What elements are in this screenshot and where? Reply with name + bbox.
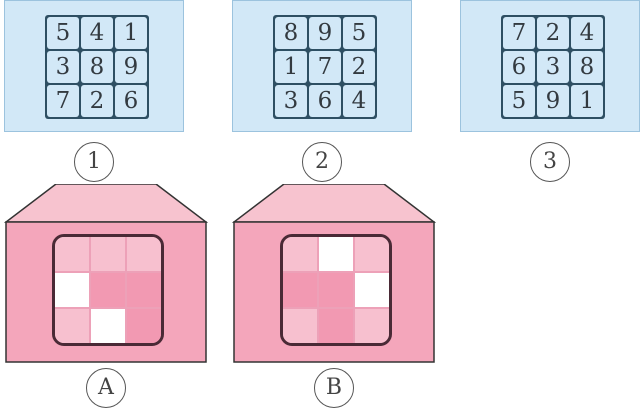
grid-cell: 3: [537, 51, 569, 83]
window-cell: [91, 237, 125, 271]
grid-cell: 8: [275, 17, 307, 49]
window-cell: [283, 309, 317, 343]
grid-cell: 1: [275, 51, 307, 83]
grid-cell: 6: [115, 85, 147, 117]
grid-cell: 2: [81, 85, 113, 117]
window-cell: [355, 309, 389, 343]
number-card-1: 5 4 1 3 8 9 7 2 6: [4, 0, 184, 132]
grid-cell: 4: [81, 17, 113, 49]
grid-cell: 7: [47, 85, 79, 117]
house-a-window: [52, 234, 164, 346]
grid-cell: 3: [275, 85, 307, 117]
window-cell: [55, 309, 89, 343]
window-cell: [283, 237, 317, 271]
grid-cell: 7: [309, 51, 341, 83]
grid-cell: 8: [81, 51, 113, 83]
grid-cell: 3: [47, 51, 79, 83]
window-cell: [55, 237, 89, 271]
grid-cell: 6: [309, 85, 341, 117]
grid-cell: 4: [571, 17, 603, 49]
window-cell: [319, 309, 353, 343]
grid-cell: 2: [537, 17, 569, 49]
grid-cell: 6: [503, 51, 535, 83]
grid-cell: 9: [115, 51, 147, 83]
window-cell: [91, 273, 125, 307]
card-label-1: 1: [74, 142, 114, 182]
window-cell: [55, 273, 89, 307]
number-card-2: 8 9 5 1 7 2 3 6 4: [232, 0, 412, 132]
grid-cell: 1: [571, 85, 603, 117]
grid-cell: 7: [503, 17, 535, 49]
number-grid-3: 7 2 4 6 3 8 5 9 1: [501, 15, 605, 119]
number-card-3: 7 2 4 6 3 8 5 9 1: [460, 0, 640, 132]
grid-cell: 9: [537, 85, 569, 117]
window-cell: [355, 273, 389, 307]
house-b-window: [280, 234, 392, 346]
grid-cell: 5: [47, 17, 79, 49]
window-cell: [283, 273, 317, 307]
window-cell: [355, 237, 389, 271]
window-cell: [127, 237, 161, 271]
grid-cell: 5: [343, 17, 375, 49]
card-label-3: 3: [530, 142, 570, 182]
number-grid-1: 5 4 1 3 8 9 7 2 6: [45, 15, 149, 119]
grid-cell: 1: [115, 17, 147, 49]
grid-cell: 2: [343, 51, 375, 83]
window-cell: [319, 273, 353, 307]
grid-cell: 8: [571, 51, 603, 83]
grid-cell: 4: [343, 85, 375, 117]
window-cell: [127, 273, 161, 307]
grid-cell: 5: [503, 85, 535, 117]
window-cell: [319, 237, 353, 271]
house-label-b: B: [314, 368, 354, 408]
card-label-2: 2: [302, 142, 342, 182]
window-cell: [127, 309, 161, 343]
number-grid-2: 8 9 5 1 7 2 3 6 4: [273, 15, 377, 119]
house-a: [4, 184, 208, 364]
grid-cell: 9: [309, 17, 341, 49]
window-cell: [91, 309, 125, 343]
house-label-a: A: [86, 368, 126, 408]
house-b: [232, 184, 436, 364]
